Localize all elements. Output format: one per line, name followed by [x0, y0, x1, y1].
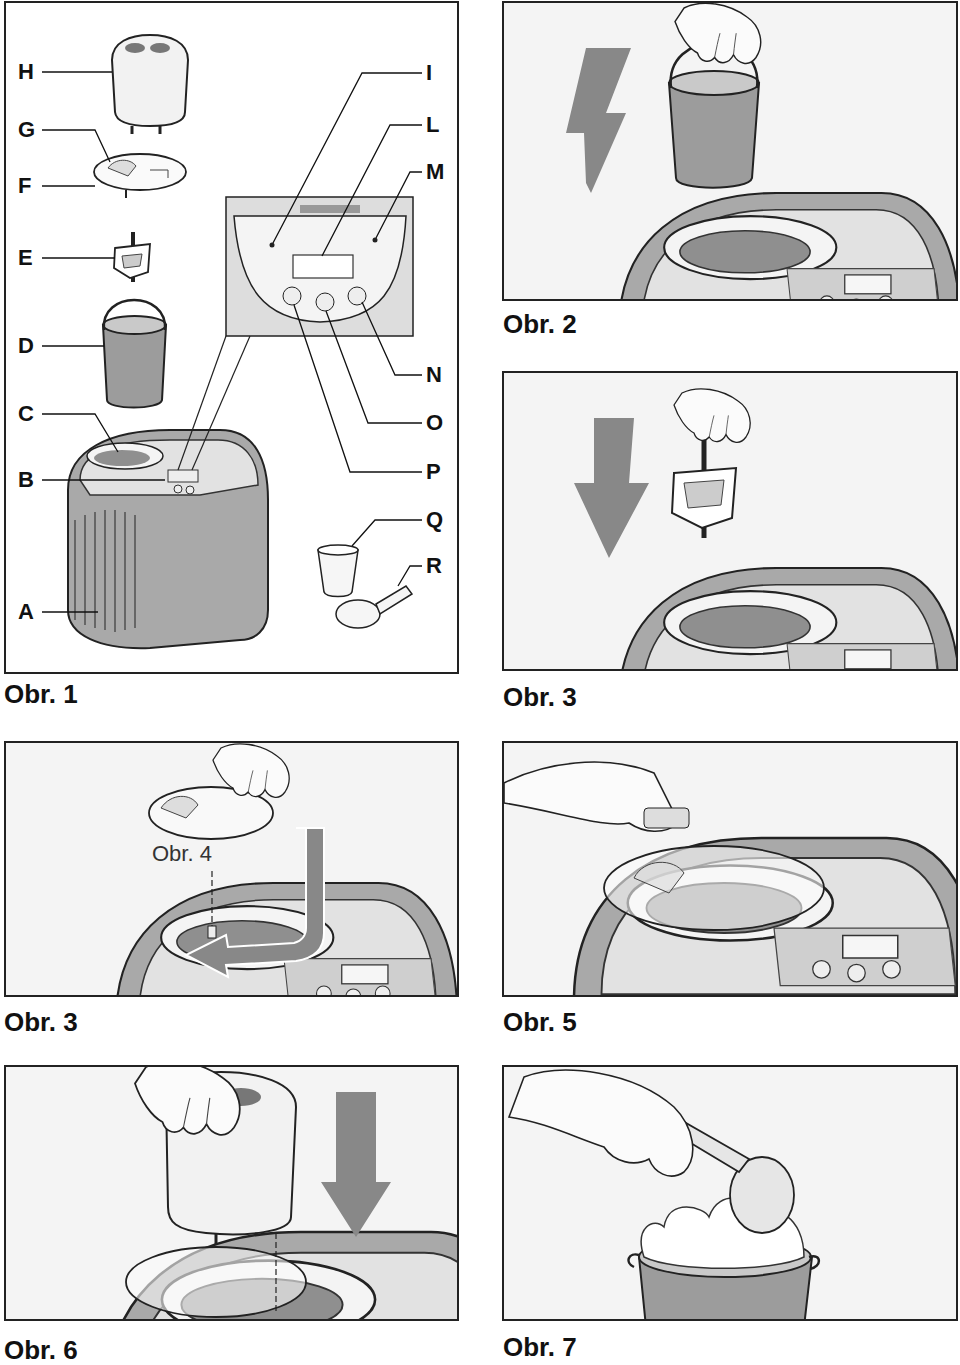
step-illustration [566, 3, 960, 329]
part-letter: L [426, 114, 439, 136]
part-letter: N [426, 364, 442, 386]
part-letter: O [426, 412, 443, 434]
part-letter: I [426, 62, 432, 84]
part-letter: P [426, 461, 441, 483]
step-illustration [106, 1061, 529, 1365]
step-illustration [574, 389, 960, 705]
part-letter: M [426, 161, 444, 183]
figure-reference: Obr. 4 [149, 842, 215, 866]
figure-caption: Obr. 2 [503, 311, 577, 337]
leader-lines [42, 72, 422, 612]
part-letter: H [18, 61, 34, 83]
step-illustration [116, 744, 457, 1020]
part-letter: C [18, 403, 34, 425]
step-illustration [509, 1070, 819, 1327]
part-letter: D [18, 335, 34, 357]
figure-caption: Obr. 7 [503, 1334, 577, 1360]
part-letter: R [426, 555, 442, 577]
part-letter: F [18, 175, 31, 197]
part-letter: B [18, 469, 34, 491]
part-letter: E [18, 247, 33, 269]
part-letter: Q [426, 509, 443, 531]
figure-caption: Obr. 3 [4, 1009, 78, 1035]
exploded-view [68, 35, 413, 648]
part-letter: G [18, 119, 35, 141]
step-illustration [504, 762, 960, 1000]
part-letter: A [18, 601, 34, 623]
figure-caption: Obr. 6 [4, 1337, 78, 1363]
figure-caption: Obr. 1 [4, 681, 78, 707]
figure-caption: Obr. 5 [503, 1009, 577, 1035]
figure-caption: Obr. 3 [503, 684, 577, 710]
panel-frame [5, 2, 458, 673]
